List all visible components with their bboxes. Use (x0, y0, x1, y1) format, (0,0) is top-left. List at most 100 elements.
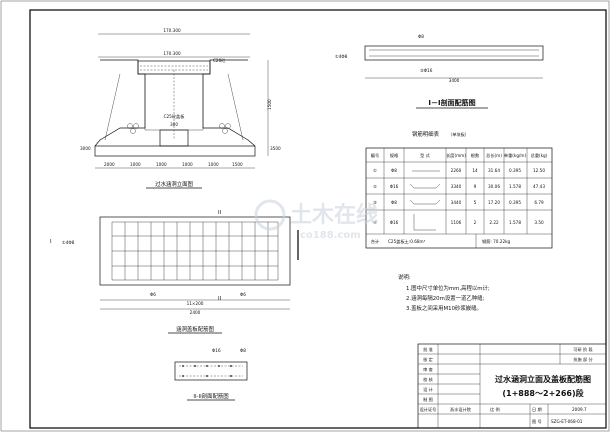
schedule-r1-c3: 2260 (451, 168, 462, 173)
schedule-header-4: 根数 (471, 152, 480, 159)
schedule-title: 钢筋明细表 (412, 130, 440, 138)
tb-company: 浙水设计院 (450, 406, 472, 413)
drawing-range: (1+888～2+266)段 (502, 388, 583, 398)
bottom-dim-2: 1000 (130, 162, 141, 167)
schedule-r1-c4: 14 (472, 168, 478, 173)
plan-drawing: II II I ①4Φ8 Φ6 Φ6 11×200 2400 涵洞盖板配筋图 (50, 210, 299, 334)
schedule-r3-c1: Φ8 (391, 200, 397, 205)
plan-bottom-dim: 11×200 (187, 301, 204, 306)
plan-section-mark: II (218, 210, 222, 216)
schedule-r1-c7: 12.50 (533, 168, 545, 173)
schedule-r4-c6: 1.578 (509, 220, 521, 225)
tb-label-5: 制 图 (423, 396, 433, 403)
elevation-drawing: 170.300 170.300 C20砼 C25砼盖板 300 1500 350… (80, 28, 281, 189)
note-3: 3.盖板之间采用M10砂浆嵌缝。 (406, 304, 482, 312)
schedule-r2-c4: 9 (474, 184, 477, 189)
schedule-header-5: 总长(m) (486, 152, 502, 159)
plan-dim-right: Φ6 (240, 292, 246, 297)
schedule-r1-c6: 0.395 (509, 168, 521, 173)
bottom-dim-6: 1500 (232, 162, 243, 167)
schedule-total-concrete: C25盖板土:0.68m³ (388, 238, 426, 245)
cover-label: C25砼盖板 (164, 113, 186, 120)
elevation-upper-dim: 170.300 (163, 51, 181, 56)
schedule-r3-c0: ③ (373, 200, 377, 205)
plan-dim-left: Φ6 (150, 292, 156, 297)
section1-rebar1: ①4Φ8 (335, 54, 348, 59)
schedule-r1-c0: ① (373, 168, 377, 173)
schedule-r4-c3: 1106 (451, 220, 462, 225)
section2-rebar2: Φ8 (240, 348, 246, 353)
side-left-dim: 3000 (80, 146, 91, 151)
tb-drawing-no-label: 图 号 (532, 419, 542, 425)
schedule-r2-c6: 1.578 (509, 184, 521, 189)
watermark: 土木在线 co188.com (254, 199, 378, 241)
section-2-drawing: Φ16 Φ8 II-II剖面配筋图 (174, 348, 248, 401)
schedule-r4-c5: 2.22 (489, 220, 499, 225)
tb-label-4: 设 计 (423, 386, 433, 393)
drawing-title: 过水涵洞立面及盖板配筋图 (495, 374, 591, 384)
plan-title: 涵洞盖板配筋图 (176, 325, 214, 333)
section2-rebar1: Φ16 (212, 348, 221, 353)
schedule-header-7: 总重(kg) (531, 152, 548, 158)
schedule-r3-c4: 5 (474, 200, 477, 205)
schedule-subtitle: （单块板） (448, 131, 469, 138)
schedule-r4-c7: 3.50 (534, 220, 544, 225)
tb-stage-2: 技施 部 分 (573, 356, 593, 363)
bottom-dim-5: 1000 (208, 162, 219, 167)
schedule-header-0: 编号 (371, 152, 379, 159)
tb-label-3: 校 核 (423, 376, 434, 383)
tb-date-label: 日 期 (532, 407, 542, 413)
rebar-schedule: 钢筋明细表 （单块板） 编号 规格 型 式 长度(mm) 根数 总长(m) 单重… (365, 130, 553, 249)
note-1: 1.图中尺寸单位为mm,高程以m计; (406, 284, 490, 292)
watermark-url: co188.com (300, 230, 361, 241)
schedule-header-1: 规格 (390, 152, 399, 159)
bottom-dim-4: 1000 (182, 162, 193, 167)
schedule-r3-c3: 3440 (451, 200, 462, 205)
bottom-dim-1: 2000 (104, 162, 115, 167)
plan-rebar-left: ①4Φ8 (62, 240, 75, 245)
tb-label-0: 批 准 (423, 346, 433, 353)
watermark-logo-text: 土木在线 (290, 202, 378, 228)
elevation-top-dim: 170.300 (163, 28, 181, 33)
tb-label-2: 审 查 (423, 366, 434, 373)
schedule-r2-c5: 30.06 (488, 184, 500, 189)
schedule-r3-c5: 17.20 (488, 200, 500, 205)
schedule-r2-c0: ② (373, 184, 377, 189)
side-right-dim: 3500 (270, 146, 281, 151)
section1-rebar2: Φ8 (418, 34, 424, 39)
tb-date-value: 2009.7 (572, 407, 587, 412)
tb-label-1: 核 定 (423, 356, 433, 363)
plan-section-I: I (50, 239, 52, 245)
height-dim: 1500 (267, 99, 272, 110)
elevation-title: 过水涵洞立面图 (155, 180, 193, 188)
plan-section-mark-bottom: II (218, 296, 222, 302)
schedule-r3-c7: 6.79 (534, 200, 544, 205)
watermark-logo-icon (254, 199, 286, 231)
tb-scale-label: 比 例 (490, 406, 500, 413)
schedule-r2-c1: Φ16 (390, 184, 399, 189)
section1-dim: 3400 (449, 78, 460, 83)
note-2: 2.涵洞每隔20m设置一道乙种缝; (406, 294, 485, 302)
section1-title: I－I剖面配筋图 (428, 98, 475, 107)
schedule-r4-c1: Φ16 (390, 220, 399, 225)
schedule-header-6: 单重(kg/m) (504, 152, 527, 159)
tb-label-6: 设计证号 (420, 406, 437, 413)
schedule-r2-c3: 3340 (451, 184, 462, 189)
schedule-r4-c0: ④ (373, 220, 377, 225)
section-1-drawing: ①4Φ8 Φ8 ③Φ16 3400 I－I剖面配筋图 (335, 34, 544, 109)
plan-rebar-grid (112, 222, 278, 280)
bottom-dim-3: 1000 (156, 162, 167, 167)
inner-border (29, 9, 607, 429)
inner-width: 300 (170, 122, 178, 127)
schedule-total-label: 合计 (371, 238, 379, 245)
section2-title: II-II剖面配筋图 (193, 392, 228, 400)
schedule-r4-c4: 2 (474, 220, 477, 225)
schedule-r2-c7: 47.43 (533, 184, 545, 189)
tb-stage-1: 可研 阶 段 (573, 346, 593, 353)
schedule-r1-c5: 31.64 (488, 168, 500, 173)
notes: 说明: 1.图中尺寸单位为mm,高程以m计; 2.涵洞每隔20m设置一道乙种缝;… (398, 273, 490, 312)
tb-drawing-no: SZG-ET-068-01 (551, 419, 583, 424)
plan-total-dim: 2400 (190, 310, 201, 315)
